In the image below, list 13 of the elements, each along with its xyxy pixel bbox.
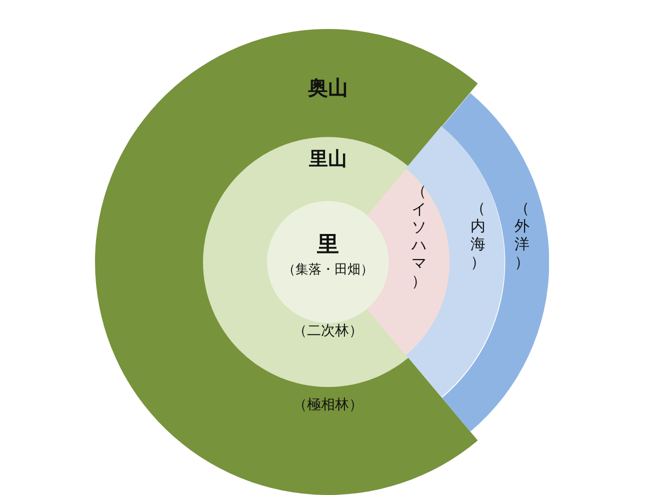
region-label: （内海） <box>470 198 486 271</box>
region-note: （二次林） <box>293 322 363 340</box>
region-note: （集落・田畑） <box>282 264 374 278</box>
region-label: （イソハマ） <box>411 182 427 290</box>
region-label: （外洋） <box>514 198 530 271</box>
village-circle <box>267 201 389 323</box>
open-sea-sector <box>442 92 549 432</box>
region-label: 里 <box>317 232 339 258</box>
shore-sector <box>367 168 450 356</box>
region-note: （極相林） <box>293 396 363 414</box>
region-label: 里山 <box>309 149 347 171</box>
inland-sea-sector <box>406 126 505 398</box>
region-label: 奥山 <box>308 76 348 100</box>
